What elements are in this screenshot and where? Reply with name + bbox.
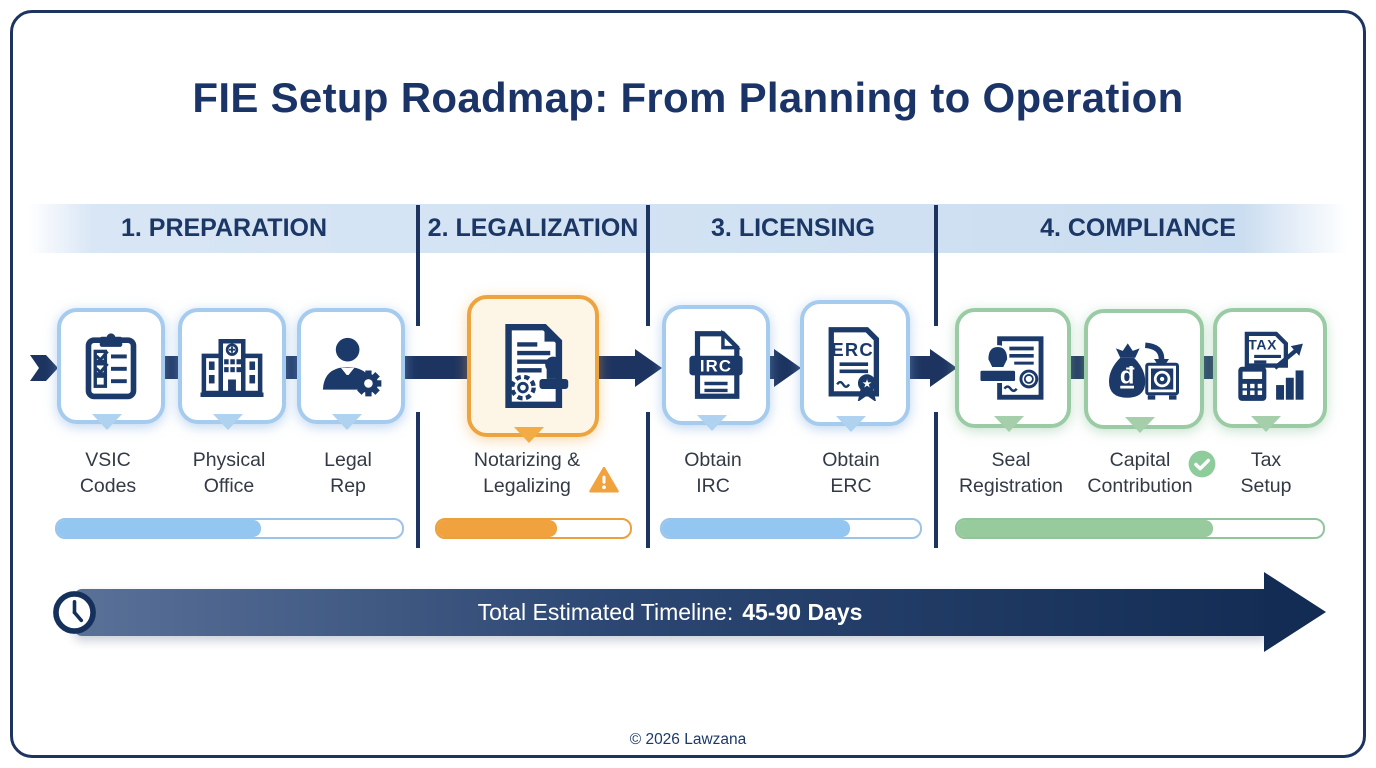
progress-fill [662, 520, 851, 537]
irc-file-icon: IRC [689, 329, 743, 399]
progress-fill [57, 520, 261, 537]
copyright-text: © 2026 Lawzana [629, 731, 747, 748]
step-label-capital-contribution: Capital Contribution [1087, 449, 1193, 497]
step-label-vsic-codes: VSIC Codes [79, 449, 137, 497]
box-tail [1251, 416, 1281, 432]
flow-arrowhead-icon [774, 349, 801, 387]
step-box-obtain-erc: ERC ★ [800, 300, 910, 426]
check-icon [1188, 450, 1216, 478]
box-tail [213, 414, 243, 430]
progress-fill [437, 520, 557, 537]
building-icon [200, 339, 264, 397]
step-box-notarizing [467, 295, 599, 437]
step-box-vsic-codes [57, 308, 165, 424]
step-box-capital-contribution: đ [1084, 309, 1204, 429]
step-box-obtain-irc: IRC [662, 305, 770, 425]
page-title: FIE Setup Roadmap: From Planning to Oper… [192, 74, 1184, 121]
progress-bar-legalization [435, 518, 632, 539]
flow-arrowhead-icon [930, 349, 957, 387]
connector-bar [589, 356, 637, 379]
flow-arrowhead-icon [635, 349, 662, 387]
phase-label-legalization: 2. LEGALIZATION [427, 214, 639, 242]
phase-divider [416, 412, 420, 548]
step-box-seal-registration [955, 308, 1071, 428]
step-label-physical-office: Physical Office [192, 449, 266, 497]
progress-bar-licensing [660, 518, 922, 539]
phase-divider [646, 205, 650, 326]
progress-bar-preparation [55, 518, 404, 539]
box-tail [697, 415, 727, 431]
phase-header-band [28, 204, 1348, 253]
dong-icon-text: đ [1120, 362, 1135, 389]
step-label-tax-setup: Tax Setup [1240, 449, 1292, 497]
step-label-seal-registration: Seal Registration [958, 449, 1064, 497]
timeline-value: 45-90 Days [742, 599, 863, 625]
connector-bar [395, 356, 470, 379]
erc-certificate-icon: ERC ★ [828, 327, 880, 401]
phase-divider [934, 205, 938, 326]
step-label-obtain-erc: Obtain ERC [822, 449, 880, 497]
box-tail [514, 427, 544, 443]
timeline-bar: Total Estimated Timeline: 45-90 Days [74, 589, 1266, 636]
phase-label-compliance: 4. COMPLIANCE [1040, 214, 1236, 242]
box-tail [836, 416, 866, 432]
progress-fill [957, 520, 1214, 537]
phase-label-preparation: 1. PREPARATION [120, 214, 328, 242]
step-box-tax-setup: TAX [1213, 308, 1327, 428]
money-bag-safe-icon: đ [1109, 342, 1179, 400]
box-tail [92, 414, 122, 430]
clock-icon [53, 591, 96, 634]
flow-entry-arrow-icon [30, 355, 58, 381]
progress-bar-compliance [955, 518, 1325, 539]
box-tail [994, 416, 1024, 432]
box-tail [332, 414, 362, 430]
svg-text:★: ★ [862, 379, 872, 391]
clipboard-checklist-icon [85, 333, 137, 400]
tax-calculator-chart-icon: TAX [1238, 331, 1304, 401]
step-label-notarizing: Notarizing & Legalizing [473, 449, 581, 497]
timeline-arrowhead-icon [1264, 572, 1326, 652]
person-gear-icon [322, 337, 382, 397]
step-label-obtain-irc: Obtain IRC [684, 449, 742, 497]
step-label-legal-rep: Legal Rep [324, 449, 372, 497]
erc-icon-text: ERC [831, 339, 873, 360]
document-stamp-icon [505, 323, 569, 409]
phase-label-licensing: 3. LICENSING [711, 214, 875, 242]
timeline-label: Total Estimated Timeline: [477, 599, 734, 625]
step-box-legal-rep [297, 308, 405, 424]
phase-divider [934, 412, 938, 548]
phase-divider [416, 205, 420, 326]
seal-stamp-document-icon [978, 336, 1044, 400]
box-tail [1125, 417, 1155, 433]
irc-icon-text: IRC [700, 356, 732, 375]
warning-icon [589, 466, 619, 493]
tax-icon-text: TAX [1248, 337, 1277, 353]
phase-divider [646, 412, 650, 548]
step-box-physical-office [178, 308, 286, 424]
